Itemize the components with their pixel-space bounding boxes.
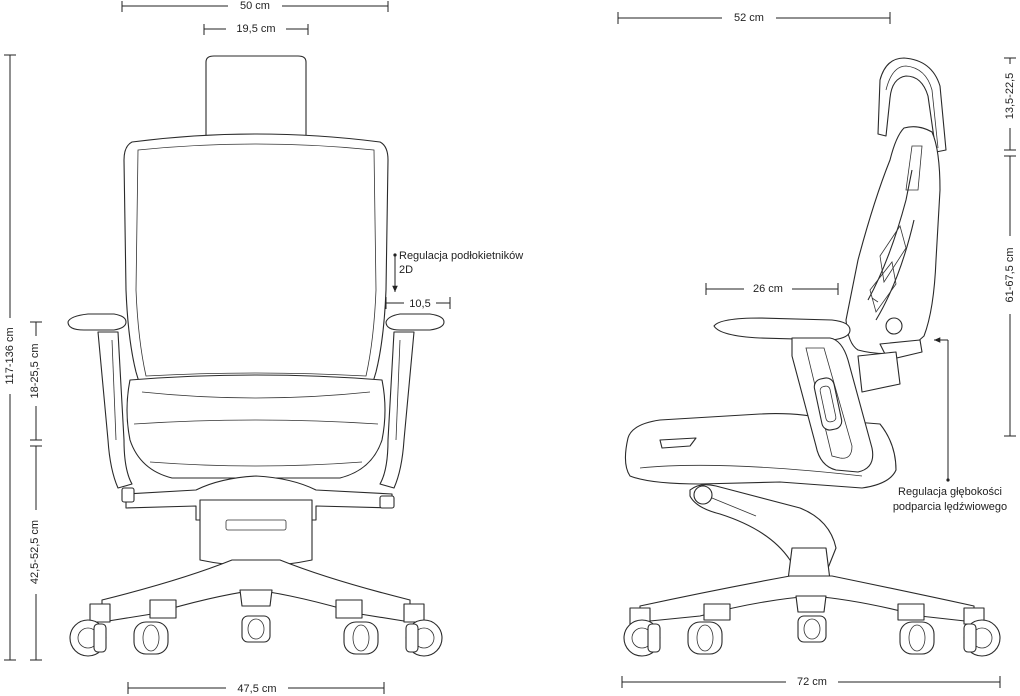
dim-headrest-width-label: 19,5 cm (236, 23, 275, 35)
dim-backrest-height-label: 61-67,5 cm (1004, 247, 1016, 302)
dim-seat-height: 42,5-52,5 cm (27, 445, 43, 661)
side-caster-front (623, 619, 661, 657)
front-seat (126, 374, 386, 479)
armrest-adjust-annotation: Regulacja podłokietników 2D (392, 250, 523, 292)
dim-backrest-height: 61-67,5 cm (1003, 155, 1019, 437)
dim-armrest-offset: 10,5 (385, 295, 451, 310)
front-caster-left-inner (133, 621, 169, 655)
dim-armrest-height-label: 18-25,5 cm (29, 343, 41, 398)
dim-depth-total-label: 52 cm (734, 12, 764, 24)
side-caster-center (797, 615, 827, 643)
dim-armrest-length: 26 cm (705, 281, 839, 295)
armrest-adjust-label-line2: 2D (399, 264, 413, 276)
dim-total-height-label: 117-136 cm (4, 327, 16, 384)
front-armrest-right (385, 313, 445, 331)
front-headrest (205, 55, 307, 145)
front-caster-center (241, 615, 271, 643)
side-armrest-pad (713, 317, 851, 341)
lumbar-adjust-label-line2: podparcia lędźwiowego (893, 501, 1007, 513)
dim-armrest-length-label: 26 cm (753, 283, 783, 295)
front-gas-lift (199, 499, 313, 567)
front-backrest (123, 133, 389, 393)
front-caster-left-outer (69, 619, 107, 657)
dim-total-height: 117-136 cm (1, 54, 17, 661)
side-caster-front-inner (687, 621, 723, 655)
side-caster-rear-inner (899, 621, 935, 655)
dim-headrest-width: 19,5 cm (203, 20, 309, 36)
front-caster-right-inner (343, 621, 379, 655)
armrest-adjust-label-line1: Regulacja podłokietników (399, 250, 523, 262)
dim-base-width: 47,5 cm (127, 680, 385, 695)
front-caster-right-outer (405, 619, 443, 657)
dim-base-width-label: 47,5 cm (237, 683, 276, 695)
dim-headrest-adjust: 13,5-22,5 (1003, 57, 1019, 151)
dim-width-total-label: 50 cm (240, 0, 270, 12)
dim-armrest-offset-label: 10,5 (409, 298, 430, 310)
side-caster-rear (963, 619, 1001, 657)
dim-depth-total: 52 cm (617, 10, 891, 24)
dim-base-depth: 72 cm (621, 674, 1001, 688)
dim-armrest-height: 18-25,5 cm (27, 321, 43, 441)
side-gas-lift (787, 547, 831, 581)
front-view: 50 cm 19,5 cm 117-136 cm 18-25,5 cm (1, 0, 523, 695)
front-mechanism (125, 475, 393, 521)
lumbar-adjust-annotation: Regulacja głębokości podparcia lędźwiowe… (893, 337, 1007, 513)
dim-base-depth-label: 72 cm (797, 676, 827, 688)
dim-width-total: 50 cm (121, 0, 389, 12)
lumbar-adjust-label-line1: Regulacja głębokości (898, 486, 1002, 498)
side-view: 52 cm 26 cm 72 cm 13,5-22,5 (617, 10, 1019, 688)
dim-headrest-adjust-label: 13,5-22,5 (1004, 73, 1016, 119)
dim-seat-height-label: 42,5-52,5 cm (29, 520, 41, 584)
front-armrest-left (67, 313, 127, 331)
